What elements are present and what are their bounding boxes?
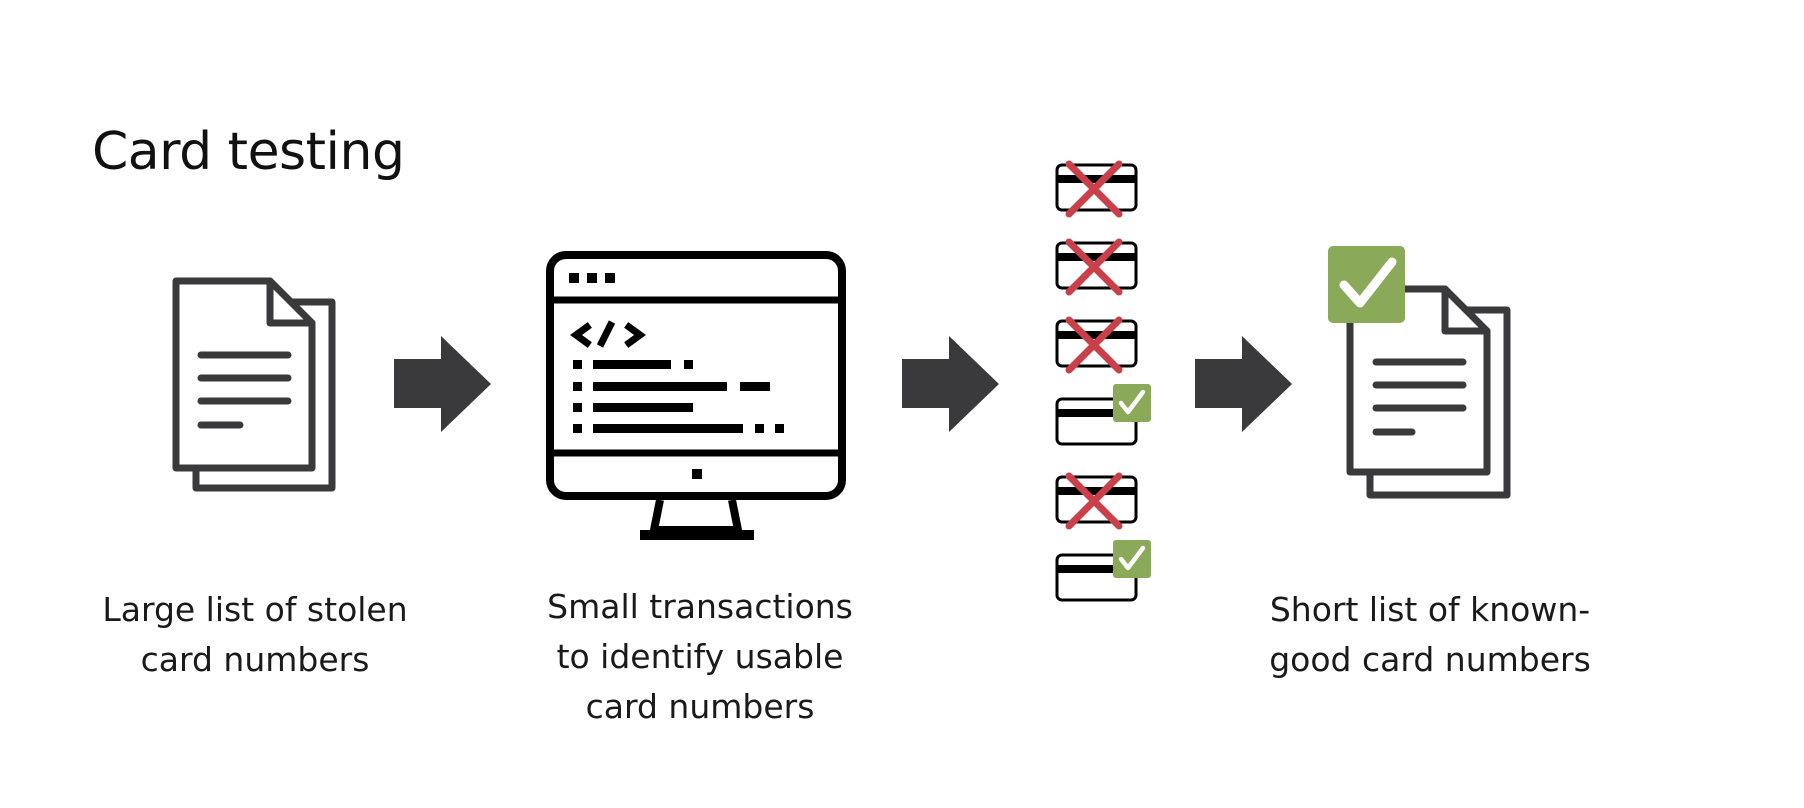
card-results-list [1055, 160, 1151, 602]
step-caption-stolen-list: Large list of stolen card numbers [102, 590, 408, 679]
arrow-right-icon [1195, 336, 1292, 432]
card-declined [1055, 238, 1138, 296]
page-title: Card testing [92, 122, 405, 182]
card-declined [1055, 472, 1138, 530]
computer-code-icon [546, 251, 846, 540]
declined-x-icon [1065, 160, 1123, 218]
checkmark-icon [1339, 257, 1397, 308]
card-declined [1055, 316, 1138, 374]
approved-document-icon [1328, 246, 1511, 499]
step-caption-known-good-list: Short list of known- good card numbers [1269, 590, 1591, 679]
approved-check-icon [1113, 540, 1151, 578]
approved-check-icon [1113, 384, 1151, 422]
declined-x-icon [1065, 472, 1123, 530]
step-caption-small-transactions: Small transactions to identify usable ca… [547, 587, 853, 726]
arrow-right-icon [394, 336, 491, 432]
declined-x-icon [1065, 238, 1123, 296]
declined-x-icon [1065, 316, 1123, 374]
card-approved [1055, 384, 1151, 446]
arrow-right-icon [902, 336, 999, 432]
card-approved [1055, 540, 1151, 602]
card-declined [1055, 160, 1138, 218]
document-stack-icon [172, 277, 336, 492]
